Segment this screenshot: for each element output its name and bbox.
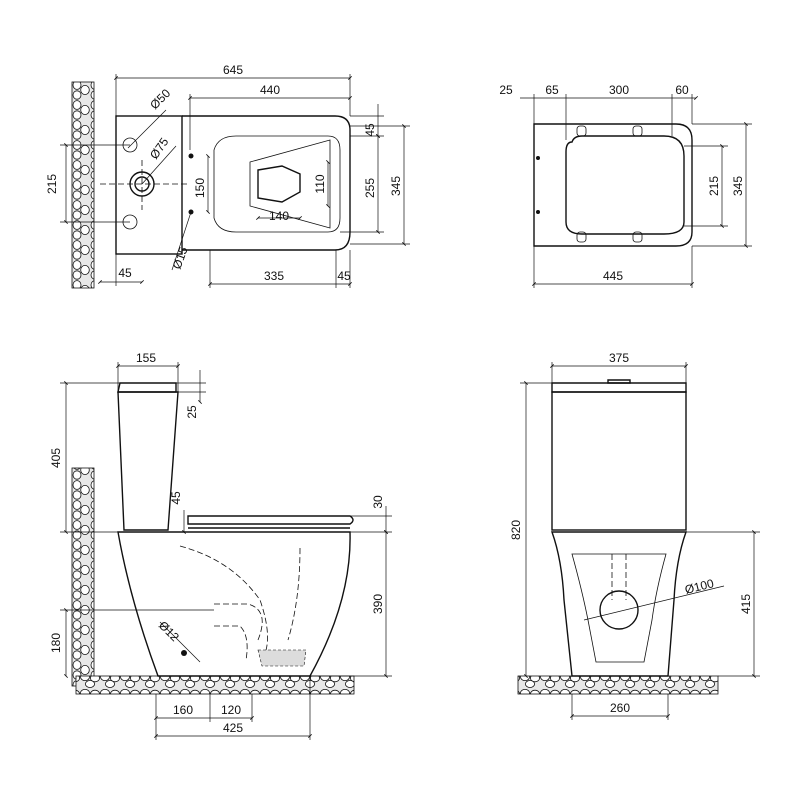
- dim-375: 375: [609, 351, 629, 365]
- dim-405: 405: [49, 448, 63, 468]
- front-view: Ø100 375 820 415 260: [509, 351, 760, 720]
- seat-view: 25 65 300 60 215 345 445: [499, 83, 752, 288]
- dim-390: 390: [371, 594, 385, 614]
- dim-45-side: 45: [169, 491, 183, 505]
- dim-645: 645: [223, 63, 243, 77]
- front-floor-hatch: [517, 675, 719, 695]
- dim-300: 300: [609, 83, 629, 97]
- dim-65: 65: [545, 83, 559, 97]
- bowl-outline: [182, 115, 351, 251]
- dim-45-left: 45: [118, 266, 132, 280]
- seat-lid: [187, 515, 354, 525]
- dim-345-top: 345: [389, 176, 403, 196]
- dim-255: 255: [363, 178, 377, 198]
- dim-25-side: 25: [185, 405, 199, 419]
- dim-425: 425: [223, 721, 243, 735]
- cistern-outline: [115, 115, 183, 255]
- bolt-top: [188, 153, 194, 159]
- dim-150: 150: [193, 178, 207, 198]
- side-wall-hatch: [71, 467, 95, 687]
- cistern-front: [551, 391, 687, 531]
- dim-dia-100: Ø100: [683, 576, 715, 597]
- dim-110: 110: [313, 174, 327, 193]
- pedestal-cutout: [571, 553, 667, 663]
- dim-dia-75: Ø75: [147, 135, 172, 162]
- dim-45-right: 45: [363, 123, 377, 137]
- seat-outline: [533, 123, 693, 247]
- dim-415: 415: [739, 594, 753, 614]
- pedestal-front: [551, 531, 687, 677]
- dim-60: 60: [675, 83, 689, 97]
- dim-45-br: 45: [337, 269, 351, 283]
- dim-155: 155: [136, 351, 156, 365]
- dim-160: 160: [173, 703, 193, 717]
- dim-25-seat: 25: [499, 83, 513, 97]
- outlet-front: [599, 590, 639, 630]
- dim-445: 445: [603, 269, 623, 283]
- wall-hatch: [71, 81, 95, 289]
- side-floor-hatch: [75, 675, 355, 695]
- dim-345-seat: 345: [731, 176, 745, 196]
- dim-335: 335: [264, 269, 284, 283]
- dim-260: 260: [610, 701, 630, 715]
- dim-215-seat: 215: [707, 176, 721, 196]
- bowl-seat: [213, 135, 341, 233]
- dim-180: 180: [49, 633, 63, 653]
- dim-dia-50: Ø50: [147, 86, 173, 112]
- dim-440: 440: [260, 83, 280, 97]
- dim-820: 820: [509, 520, 523, 540]
- dim-215-top: 215: [45, 174, 59, 194]
- flush-button: [117, 382, 177, 393]
- top-view: 645 440 215 45 Ø50 Ø75 Ø15 150 140 110 4…: [45, 63, 410, 289]
- dim-dia-15: Ø15: [170, 245, 191, 271]
- outlet-hole: [257, 165, 301, 203]
- dim-140: 140: [269, 209, 289, 223]
- bowl-inner: [249, 139, 331, 229]
- dim-30: 30: [371, 495, 385, 509]
- side-view: 155 25 405 45 30 390 180 Ø12 160 120 425: [49, 351, 392, 740]
- cistern-side: [117, 391, 179, 531]
- seat-opening: [565, 135, 685, 235]
- dim-120: 120: [221, 703, 241, 717]
